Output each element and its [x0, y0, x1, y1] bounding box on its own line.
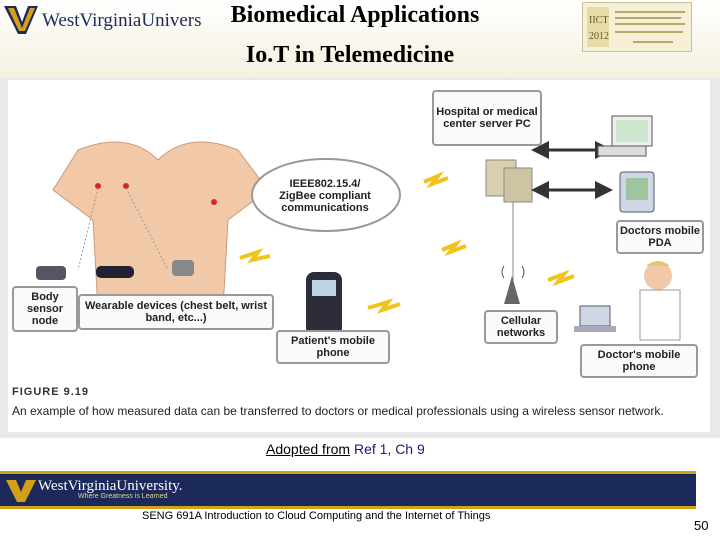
hospital-server-box: Hospital or medical center server PC [432, 90, 542, 146]
telemedicine-figure: Hospital or medical center server PC IEE… [8, 80, 710, 432]
svg-text:IICT: IICT [589, 15, 608, 26]
reference-text: Ref 1, Ch 9 [350, 441, 425, 457]
wvu-logo-text: WestVirginiaUniversity. [42, 10, 202, 31]
footer-gold-stripe-top [0, 471, 696, 474]
doctor-pda-box: Doctors mobile PDA [616, 220, 704, 254]
page-number: 50 [694, 518, 709, 533]
reference-prefix: Adopted from [266, 441, 351, 457]
footer-tagline: Where Greatness is Learned [78, 493, 168, 500]
wvu-logo: WestVirginiaUniversity. [2, 2, 225, 36]
patient-phone-box: Patient's mobile phone [276, 330, 390, 364]
cellular-networks-box: Cellular networks [484, 310, 558, 344]
figure-caption: An example of how measured data can be t… [12, 404, 664, 418]
zigbee-box: IEEE802.15.4/ ZigBee compliant communica… [279, 178, 371, 214]
conference-badge-image: IICT 2012 [582, 2, 692, 52]
course-title: SENG 691A Introduction to Cloud Computin… [142, 510, 491, 522]
figure-label: FIGURE 9.19 [12, 386, 90, 398]
footer-logo-text: WestVirginiaUniversity. [38, 478, 183, 494]
doctor-phone-box: Doctor's mobile phone [580, 344, 698, 378]
body-sensor-box: Body sensor node [12, 286, 78, 332]
reference-line: Adopted from Ref 1, Ch 9 [266, 441, 425, 457]
svg-text:2012: 2012 [589, 31, 609, 42]
slide-title: Biomedical Applications [230, 2, 480, 28]
footer-wvu-icon [6, 478, 36, 504]
slide-subtitle: Io.T in Telemedicine [245, 42, 455, 68]
footer-band [0, 474, 696, 506]
footer-gold-stripe-bottom [0, 506, 696, 509]
wearable-devices-box: Wearable devices (chest belt, wrist band… [78, 294, 274, 330]
